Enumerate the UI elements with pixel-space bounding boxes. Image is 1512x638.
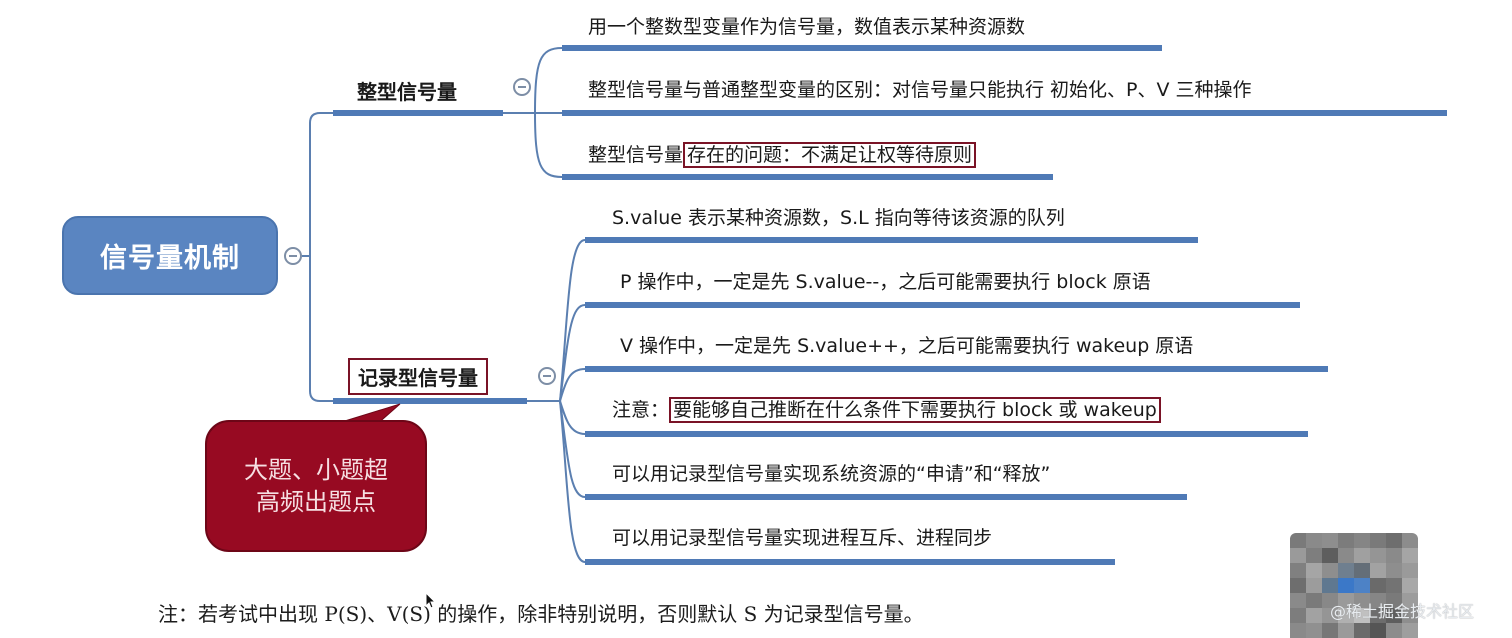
leaf-text: 可以用记录型信号量实现系统资源的“申请”和“释放”	[612, 463, 1051, 485]
leaf-integer-3[interactable]: 整型信号量存在的问题：不满足让权等待原则	[588, 142, 977, 168]
footnote: 注：若考试中出现 P(S)、V(S) 的操作，除非特别说明，否则默认 S 为记录…	[158, 602, 924, 626]
branch-integer-collapse-minus-circle-icon[interactable]	[513, 78, 531, 96]
leaf-text: 用一个整数型变量作为信号量，数值表示某种资源数	[588, 16, 1026, 38]
leaf-integer-1[interactable]: 用一个整数型变量作为信号量，数值表示某种资源数	[588, 14, 1025, 40]
leaf-text: 注意：	[612, 399, 670, 421]
root-node[interactable]: 信号量机制	[62, 216, 278, 295]
leaf-text: P 操作中，一定是先 S.value--，之后可能需要执行 block 原语	[620, 271, 1151, 293]
branch-label: 记录型信号量	[358, 366, 478, 390]
root-label: 信号量机制	[100, 243, 240, 274]
leaf-record-3[interactable]: V 操作中，一定是先 S.value++，之后可能需要执行 wakeup 原语	[620, 333, 1193, 359]
leaf-record-1[interactable]: S.value 表示某种资源数，S.L 指向等待该资源的队列	[612, 205, 1065, 231]
root-collapse-minus-circle-icon[interactable]	[284, 247, 302, 265]
branch-label: 整型信号量	[357, 80, 457, 104]
leaf-integer-2[interactable]: 整型信号量与普通整型变量的区别：对信号量只能执行 初始化、P、V 三种操作	[588, 77, 1252, 103]
leaf-text: 整型信号量与普通整型变量的区别：对信号量只能执行 初始化、P、V 三种操作	[588, 79, 1252, 101]
leaf-record-2[interactable]: P 操作中，一定是先 S.value--，之后可能需要执行 block 原语	[620, 269, 1151, 295]
mouse-pointer-icon	[425, 592, 437, 609]
callout-line-2: 高频出题点	[256, 488, 376, 516]
leaf-text: 整型信号量	[588, 144, 684, 166]
leaf-highlight-box: 存在的问题：不满足让权等待原则	[683, 142, 977, 168]
leaf-text: S.value 表示某种资源数，S.L 指向等待该资源的队列	[612, 207, 1065, 229]
leaf-text: V 操作中，一定是先 S.value++，之后可能需要执行 wakeup 原语	[620, 335, 1194, 357]
leaf-record-5[interactable]: 可以用记录型信号量实现系统资源的“申请”和“释放”	[612, 461, 1050, 487]
branch-integer-semaphore[interactable]: 整型信号量	[357, 76, 457, 105]
callout-line-1: 大题、小题超	[244, 456, 388, 484]
leaf-text: 可以用记录型信号量实现进程互斥、进程同步	[612, 527, 993, 549]
leaf-record-4[interactable]: 注意：要能够自己推断在什么条件下需要执行 block 或 wakeup	[612, 397, 1161, 423]
leaf-record-6[interactable]: 可以用记录型信号量实现进程互斥、进程同步	[612, 525, 992, 551]
pixelated-avatar-mosaic	[1290, 533, 1418, 638]
branch-record-collapse-minus-circle-icon[interactable]	[538, 367, 556, 385]
watermark: @稀土掘金技术社区	[1330, 602, 1475, 621]
branch-record-semaphore[interactable]: 记录型信号量	[348, 358, 488, 395]
leaf-highlight-box: 要能够自己推断在什么条件下需要执行 block 或 wakeup	[669, 397, 1161, 423]
callout-high-frequency: 大题、小题超 高频出题点	[205, 420, 427, 552]
